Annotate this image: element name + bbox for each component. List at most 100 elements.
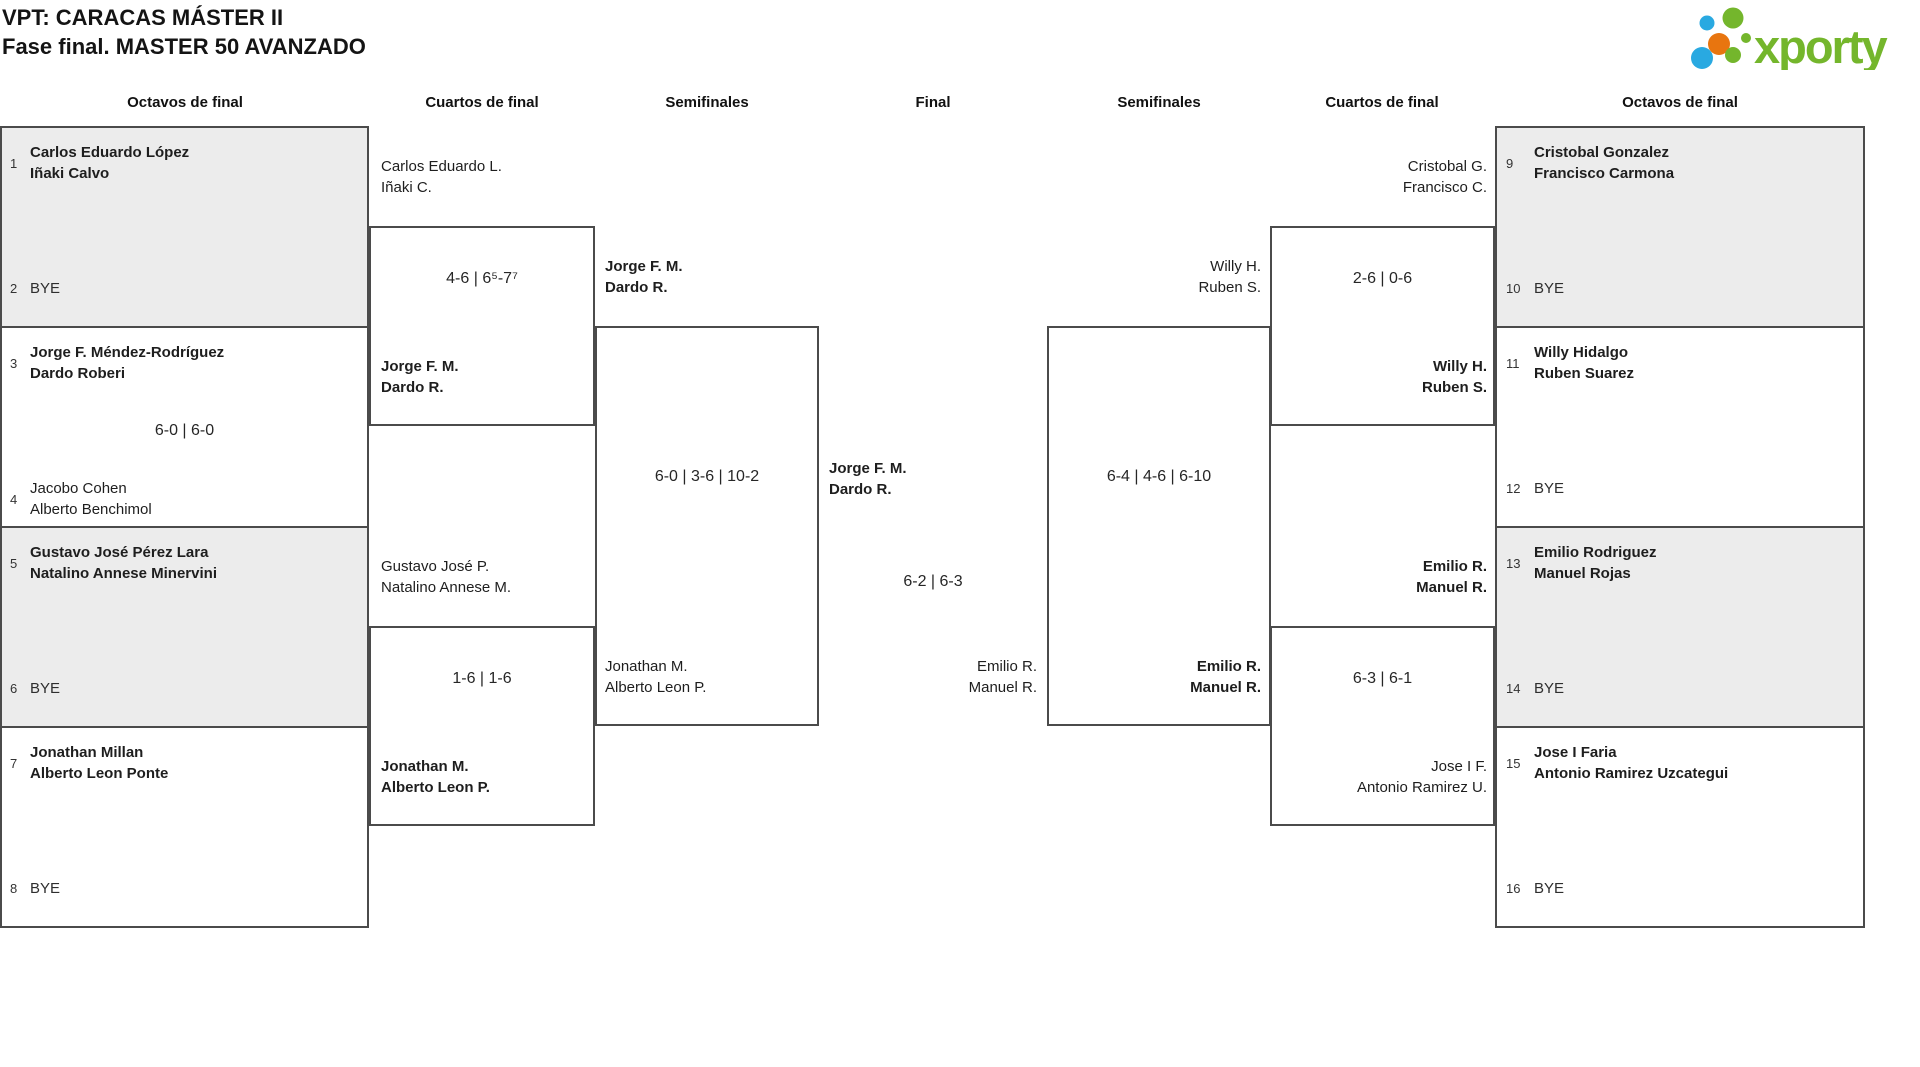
player-line: Antonio Ramirez Uzcategui (1534, 765, 1729, 782)
team-name: Jorge F. Méndez-Rodríguez Dardo Roberi (30, 342, 224, 384)
player-line: Carlos Eduardo López (30, 144, 190, 161)
player-line: Dardo R. (829, 481, 892, 498)
player-line: Cristobal Gonzalez (1534, 144, 1670, 161)
bye-label: BYE (1534, 280, 1565, 297)
final-score: 6-2 | 6-3 (903, 573, 963, 590)
player-line: Willy Hidalgo (1534, 344, 1629, 361)
player-line: Manuel R. (1190, 679, 1261, 696)
match-box-octavos-1: 1 Carlos Eduardo López Iñaki Calvo 2 BYE (0, 126, 369, 328)
match-box-semifinal-2 (1047, 326, 1271, 726)
match-score: 6-3 | 6-1 (1352, 670, 1413, 687)
player-line: Emilio R. (1196, 658, 1261, 675)
seed-number: 14 (1506, 681, 1521, 696)
round-header-semis-right: Semifinales (1117, 94, 1201, 111)
player-line: Ruben S. (1198, 279, 1261, 296)
team-name: Willy Hidalgo Ruben Suarez (1534, 342, 1634, 384)
tournament-title: VPT: CARACAS MÁSTER II (2, 5, 284, 30)
seed-number: 5 (10, 555, 18, 571)
seed-number: 9 (1506, 155, 1514, 171)
seed-number: 12 (1506, 481, 1521, 496)
match-box-cuartos-2 (369, 626, 595, 826)
match-box-cuartos-1 (369, 226, 595, 426)
team-name: Cristobal G. Francisco C. (1277, 156, 1487, 198)
seed-number: 7 (10, 755, 18, 771)
match-box-semifinal-1 (595, 326, 819, 726)
match-box-cuartos-4 (1270, 626, 1495, 826)
player-line: Iñaki C. (381, 179, 432, 196)
seed-number: 10 (1506, 281, 1521, 296)
player-line: Ruben S. (1421, 379, 1487, 396)
team-name: Jose I F. Antonio Ramirez U. (1277, 756, 1487, 798)
team-name: Jacobo Cohen Alberto Benchimol (30, 478, 152, 520)
player-line: Gustavo José P. (381, 558, 490, 575)
logo-dot-green-small (1725, 47, 1741, 63)
player-line: Natalino Annese Minervini (30, 565, 217, 582)
page-title: VPT: CARACAS MÁSTER II Fase final. MASTE… (2, 3, 366, 61)
match-box-octavos-6: 11 Willy Hidalgo Ruben Suarez 12 BYE (1495, 326, 1865, 528)
team-name: Carlos Eduardo L. Iñaki C. (381, 156, 502, 198)
player-line: Jose I F. (1431, 758, 1487, 775)
logo-dot-green-tiny (1741, 33, 1751, 43)
player-line: Francisco Carmona (1534, 165, 1675, 182)
player-line: Jorge F. M. (605, 258, 683, 275)
team-name: Jonathan Millan Alberto Leon Ponte (30, 742, 168, 784)
player-line: Emilio R. (1422, 558, 1487, 575)
player-line: Jonathan M. (381, 758, 469, 775)
seed-number: 6 (10, 681, 18, 696)
player-line: Alberto Benchimol (30, 501, 152, 518)
team-name-runner-up: Emilio R. Manuel R. (827, 656, 1037, 698)
match-box-octavos-2: 3 Jorge F. Méndez-Rodríguez Dardo Roberi… (0, 326, 369, 528)
logo-dot-blue-small (1699, 15, 1715, 31)
player-line: Dardo R. (381, 379, 444, 396)
player-line: Jonathan M. (605, 658, 688, 675)
team-name: Cristobal Gonzalez Francisco Carmona (1534, 142, 1674, 184)
player-line: Willy H. (1432, 358, 1487, 375)
bye-label: BYE (30, 280, 61, 297)
player-line: Dardo R. (605, 279, 668, 296)
team-name: Gustavo José Pérez Lara Natalino Annese … (30, 542, 217, 584)
player-line: Jonathan Millan (30, 744, 144, 761)
team-name: Willy H. Ruben S. (1277, 356, 1487, 398)
logo-dot-blue-big (1691, 47, 1713, 69)
player-line: Gustavo José Pérez Lara (30, 544, 209, 561)
player-line: Francisco C. (1402, 179, 1487, 196)
player-line: Willy H. (1210, 258, 1261, 275)
bye-label: BYE (1534, 680, 1565, 697)
player-line: Manuel Rojas (1534, 565, 1631, 582)
player-line: Jorge F. Méndez-Rodríguez (30, 344, 225, 361)
match-box-octavos-4: 7 Jonathan Millan Alberto Leon Ponte 8 B… (0, 726, 369, 928)
player-line: Jose I Faria (1534, 744, 1617, 761)
player-line: Antonio Ramirez U. (1356, 779, 1487, 796)
player-line: Alberto Leon Ponte (30, 765, 169, 782)
match-score: 1-6 | 1-6 (452, 670, 512, 687)
round-header-cuartos-right: Cuartos de final (1325, 94, 1439, 111)
logo-dot-green-big (1722, 7, 1744, 29)
team-name: Emilio R. Manuel R. (1051, 656, 1261, 698)
match-score: 6-4 | 4-6 | 6-10 (1106, 468, 1212, 485)
seed-number: 3 (10, 355, 18, 371)
player-line: Cristobal G. (1407, 158, 1487, 175)
bye-label: BYE (30, 880, 61, 897)
player-line: Manuel R. (1416, 579, 1487, 596)
player-line: Ruben Suarez (1534, 365, 1635, 382)
seed-number: 15 (1506, 755, 1521, 771)
match-score: 4-6 | 6⁵-7⁷ (446, 270, 518, 287)
xporty-logo[interactable]: xporty (1688, 2, 1900, 70)
seed-number: 11 (1506, 355, 1520, 371)
team-name: Emilio Rodriguez Manuel Rojas (1534, 542, 1657, 584)
round-header-cuartos-left: Cuartos de final (425, 94, 539, 111)
player-line: Jacobo Cohen (30, 480, 127, 497)
match-box-octavos-3: 5 Gustavo José Pérez Lara Natalino Annes… (0, 526, 369, 728)
logo-wordmark: xporty (1754, 20, 1888, 70)
logo-dot-orange (1708, 33, 1730, 55)
match-score: 2-6 | 0-6 (1352, 270, 1413, 287)
round-header-octavos-right: Octavos de final (1622, 94, 1738, 111)
seed-number: 2 (10, 281, 18, 296)
player-line: Alberto Leon P. (381, 779, 490, 796)
team-name: Jonathan M. Alberto Leon P. (605, 656, 706, 698)
bye-label: BYE (1534, 480, 1565, 497)
seed-number: 16 (1506, 881, 1521, 896)
team-name: Jonathan M. Alberto Leon P. (381, 756, 490, 798)
player-line: Manuel R. (968, 679, 1037, 696)
team-name: Jorge F. M. Dardo R. (605, 256, 683, 298)
